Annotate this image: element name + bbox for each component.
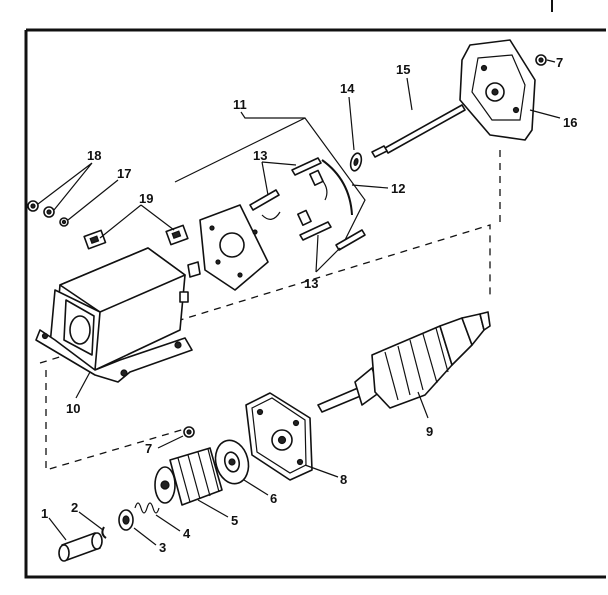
- nut-part-7-lower: [183, 426, 195, 438]
- brush-assembly-bracket-part-11: [174, 117, 366, 251]
- callout-7-top: 7: [556, 55, 563, 70]
- collar-part-3: [118, 509, 134, 531]
- callout-13-upper: 13: [253, 148, 267, 163]
- motor-housing-part-10: [35, 247, 193, 383]
- callout-4: 4: [183, 526, 191, 541]
- callout-13-lower: 13: [304, 276, 318, 291]
- callout-18: 18: [87, 148, 101, 163]
- callout-5: 5: [231, 513, 238, 528]
- end-cap-part-16: [459, 39, 536, 141]
- callout-7-lower: 7: [145, 441, 152, 456]
- callout-labels: 7 16 15 14 11 12 13 13 18 17 19 10 9 8 7…: [41, 55, 577, 555]
- brush-plate: [199, 204, 269, 291]
- callout-6: 6: [270, 491, 277, 506]
- diagram-frame: [24, 0, 606, 579]
- nuts-part-18: [27, 200, 55, 218]
- brush-lead-part-12: [321, 159, 353, 216]
- callout-16: 16: [563, 115, 577, 130]
- drive-pinion-part-5: [154, 447, 223, 506]
- callout-19: 19: [139, 191, 153, 206]
- callout-15: 15: [396, 62, 410, 77]
- spacer-part-6: [214, 439, 250, 485]
- nut-part-7-top: [535, 54, 547, 66]
- spring-part-4: [134, 502, 160, 514]
- lockwasher-part-17: [59, 217, 69, 227]
- callout-12: 12: [391, 181, 405, 196]
- callout-9: 9: [426, 424, 433, 439]
- washer-part-14: [349, 152, 363, 172]
- brushes-with-leads: [261, 169, 328, 226]
- callout-17: 17: [117, 166, 131, 181]
- through-bolt-part-15: [371, 104, 466, 158]
- leader-lines: [37, 59, 561, 546]
- callout-11: 11: [233, 97, 247, 112]
- callout-2: 2: [71, 500, 78, 515]
- terminal-clip: [187, 261, 201, 278]
- callout-14: 14: [340, 81, 355, 96]
- drive-end-plate-part-8: [245, 392, 313, 481]
- callout-10: 10: [66, 401, 80, 416]
- armature-part-9: [317, 311, 491, 413]
- cap-part-1: [58, 532, 103, 562]
- callout-8: 8: [340, 472, 347, 487]
- terminal-insulator-part-19: [83, 224, 189, 250]
- brush-springs-part-13: [249, 157, 366, 251]
- alignment-dashed-lines: [39, 150, 501, 471]
- retainer-ring-part-2: [101, 526, 107, 539]
- callout-3: 3: [159, 540, 166, 555]
- callout-1: 1: [41, 506, 48, 521]
